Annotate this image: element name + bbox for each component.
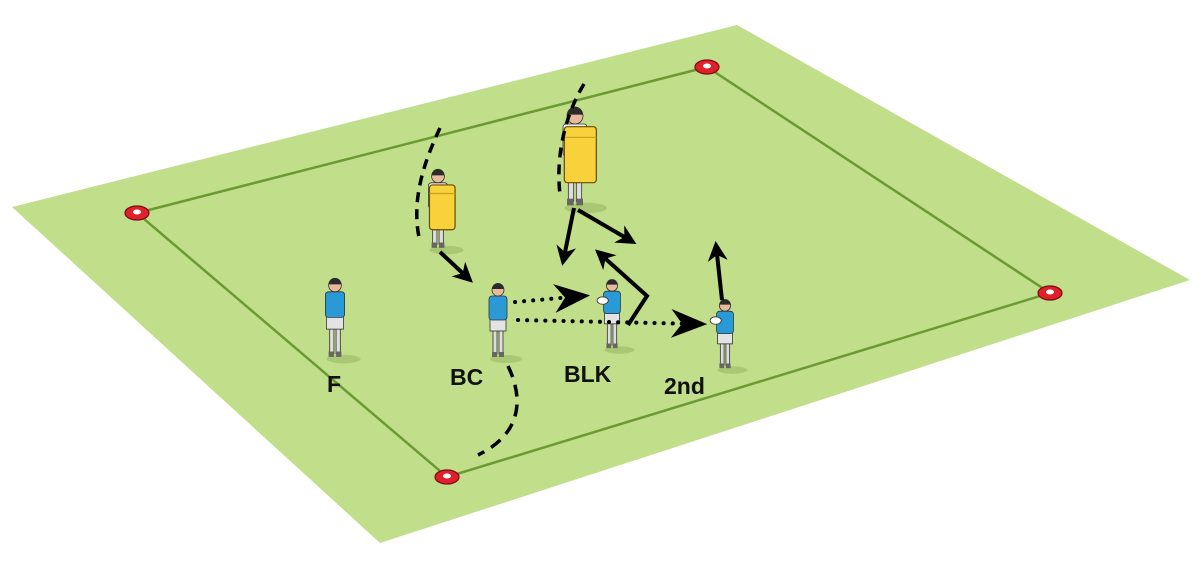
tackle-pad: [563, 126, 597, 184]
cone-marker: [694, 59, 720, 75]
label-blocker: BLK: [564, 361, 612, 387]
defender-1-start-path: [415, 127, 442, 243]
cone-marker: [1037, 285, 1063, 301]
blocker-run-arrow: [595, 249, 650, 327]
defender-2-start-path: [557, 83, 586, 196]
pass-to-second: [516, 308, 708, 338]
player-blocker: [596, 279, 635, 354]
field: [12, 25, 1190, 543]
player-ball-carrier: [488, 283, 522, 363]
player-flanker: [324, 277, 361, 364]
defender-1-run-arrow: [438, 250, 473, 283]
second-run-arrow: [707, 241, 728, 301]
cone-marker: [434, 469, 460, 485]
rugby-ball: [709, 316, 722, 325]
label-ball-carrier: BC: [450, 364, 483, 390]
tackle-pad: [428, 184, 456, 231]
defender-2-run-arrow-right: [576, 208, 637, 245]
defender-1: [427, 168, 464, 255]
ball-carrier-start-path: [477, 365, 519, 457]
player-second: [709, 299, 748, 374]
cone-marker: [124, 205, 150, 221]
defender-2: [562, 106, 608, 214]
defender-2-run-arrow-left: [556, 207, 576, 266]
label-flanker: F: [327, 371, 341, 397]
label-second: 2nd: [664, 373, 705, 399]
rugby-ball: [596, 296, 609, 305]
